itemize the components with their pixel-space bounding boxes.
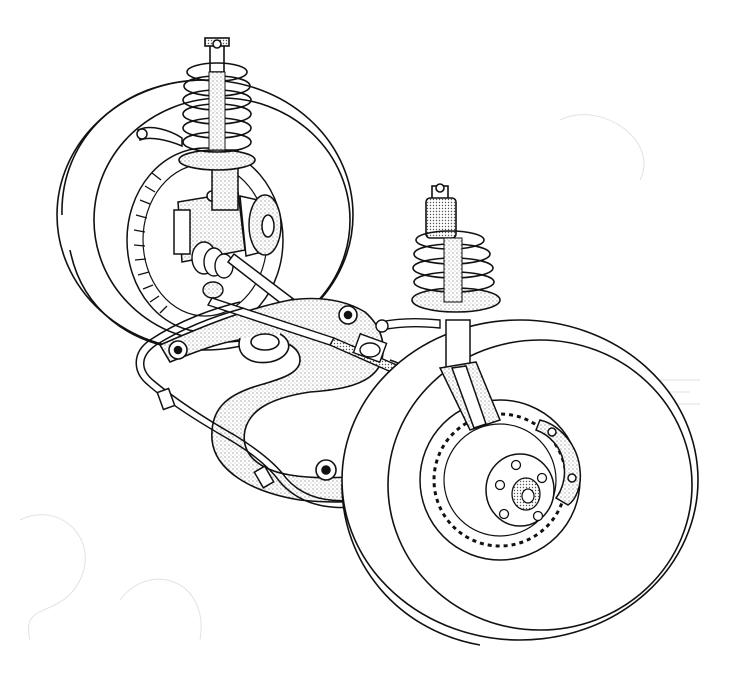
coil-spring-left <box>178 37 256 171</box>
cv-boot-left <box>191 241 234 299</box>
coil-spring-right <box>411 183 501 313</box>
caliper-right <box>535 419 582 506</box>
brake-disc-right <box>419 399 581 561</box>
link-right <box>375 317 441 333</box>
strut-right <box>438 319 502 431</box>
